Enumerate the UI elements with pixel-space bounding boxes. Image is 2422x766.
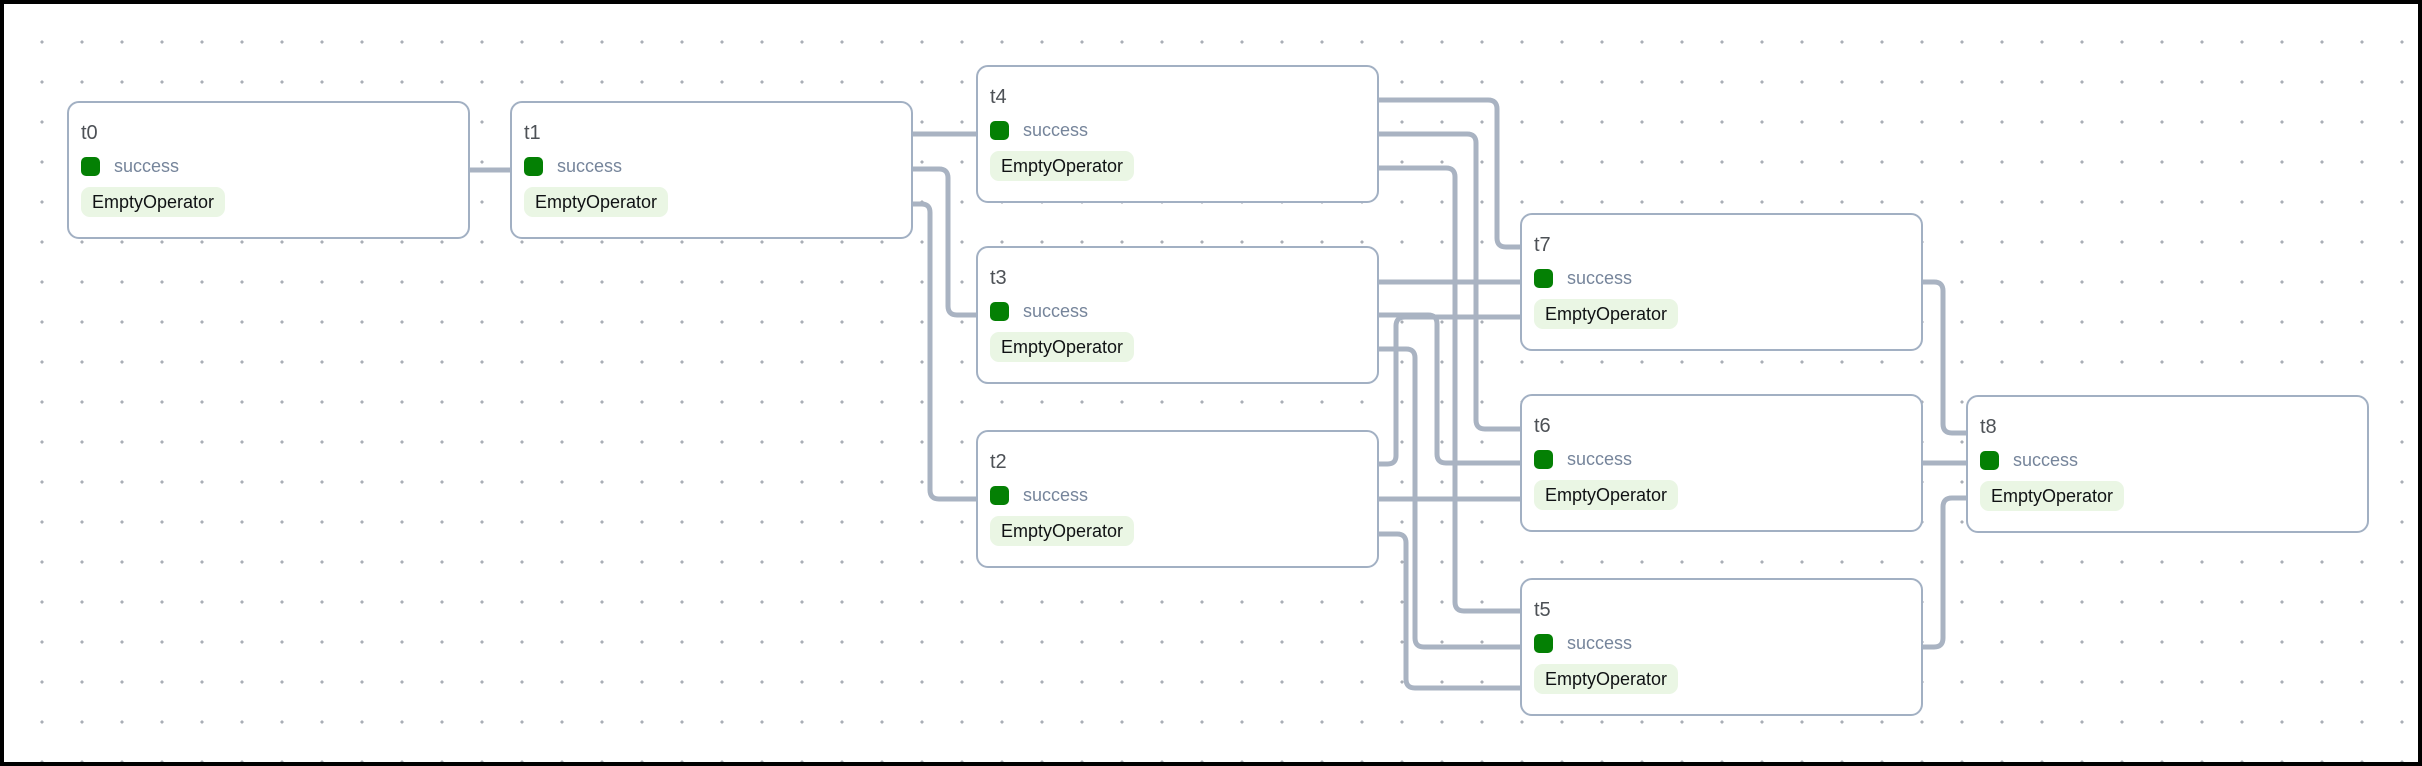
task-node-t8[interactable]: t8 success EmptyOperator: [1966, 395, 2369, 533]
task-title: t0: [81, 122, 98, 144]
dag-edge-t1-t3: [913, 166, 976, 318]
operator-badge: EmptyOperator: [1980, 481, 2125, 511]
dag-edge-t2-t5: [1379, 531, 1520, 691]
operator-badge: EmptyOperator: [1534, 299, 1679, 329]
task-status-label: success: [1023, 300, 1089, 321]
task-node-t5[interactable]: t5 success EmptyOperator: [1520, 578, 1923, 716]
dag-edge-t2-t7: [1379, 314, 1520, 467]
dag-edge-t4-t5: [1379, 165, 1520, 614]
task-status-row: success: [1534, 267, 1909, 289]
operator-badge: EmptyOperator: [990, 516, 1135, 546]
task-status-row: success: [1980, 449, 2355, 471]
success-status-icon: [1534, 449, 1553, 469]
success-status-icon: [81, 156, 100, 176]
operator-badge: EmptyOperator: [990, 151, 1135, 181]
dag-edge-t3-t6: [1379, 312, 1520, 466]
task-status-row: success: [1534, 632, 1909, 654]
task-status-label: success: [114, 155, 180, 176]
task-status-label: success: [1023, 119, 1089, 140]
task-status-row: success: [1534, 448, 1909, 470]
task-status-label: success: [1567, 632, 1633, 653]
task-status-row: success: [990, 119, 1365, 141]
task-node-t2[interactable]: t2 success EmptyOperator: [976, 430, 1379, 568]
task-title: t7: [1534, 234, 1551, 256]
success-status-icon: [990, 301, 1009, 321]
success-status-icon: [524, 156, 543, 176]
operator-badge: EmptyOperator: [1534, 664, 1679, 694]
task-node-t0[interactable]: t0 success EmptyOperator: [67, 101, 470, 239]
task-title: t4: [990, 86, 1007, 108]
success-status-icon: [1534, 268, 1553, 288]
success-status-icon: [990, 120, 1009, 140]
dag-edge-t4-t7: [1379, 97, 1520, 250]
task-status-label: success: [2013, 449, 2079, 470]
operator-badge: EmptyOperator: [1534, 480, 1679, 510]
success-status-icon: [1534, 633, 1553, 653]
task-status-label: success: [1567, 448, 1633, 469]
dag-edge-t7-t8: [1923, 279, 1966, 436]
task-status-label: success: [1567, 267, 1633, 288]
operator-badge: EmptyOperator: [81, 187, 226, 217]
task-node-t7[interactable]: t7 success EmptyOperator: [1520, 213, 1923, 351]
task-status-row: success: [81, 155, 456, 177]
task-status-row: success: [524, 155, 899, 177]
dag-edge-t5-t8: [1923, 495, 1966, 650]
success-status-icon: [1980, 450, 1999, 470]
task-title: t5: [1534, 599, 1551, 621]
task-status-row: success: [990, 484, 1365, 506]
task-status-label: success: [557, 155, 623, 176]
task-node-t6[interactable]: t6 success EmptyOperator: [1520, 394, 1923, 532]
task-node-t3[interactable]: t3 success EmptyOperator: [976, 246, 1379, 384]
task-status-row: success: [990, 300, 1365, 322]
task-title: t1: [524, 122, 541, 144]
task-title: t6: [1534, 415, 1551, 437]
task-title: t2: [990, 451, 1007, 473]
operator-badge: EmptyOperator: [524, 187, 669, 217]
task-node-t4[interactable]: t4 success EmptyOperator: [976, 65, 1379, 203]
task-title: t3: [990, 267, 1007, 289]
success-status-icon: [990, 485, 1009, 505]
operator-badge: EmptyOperator: [990, 332, 1135, 362]
task-status-label: success: [1023, 484, 1089, 505]
dag-edge-t1-t2: [913, 201, 976, 502]
task-title: t8: [1980, 416, 1997, 438]
task-node-t1[interactable]: t1 success EmptyOperator: [510, 101, 913, 239]
